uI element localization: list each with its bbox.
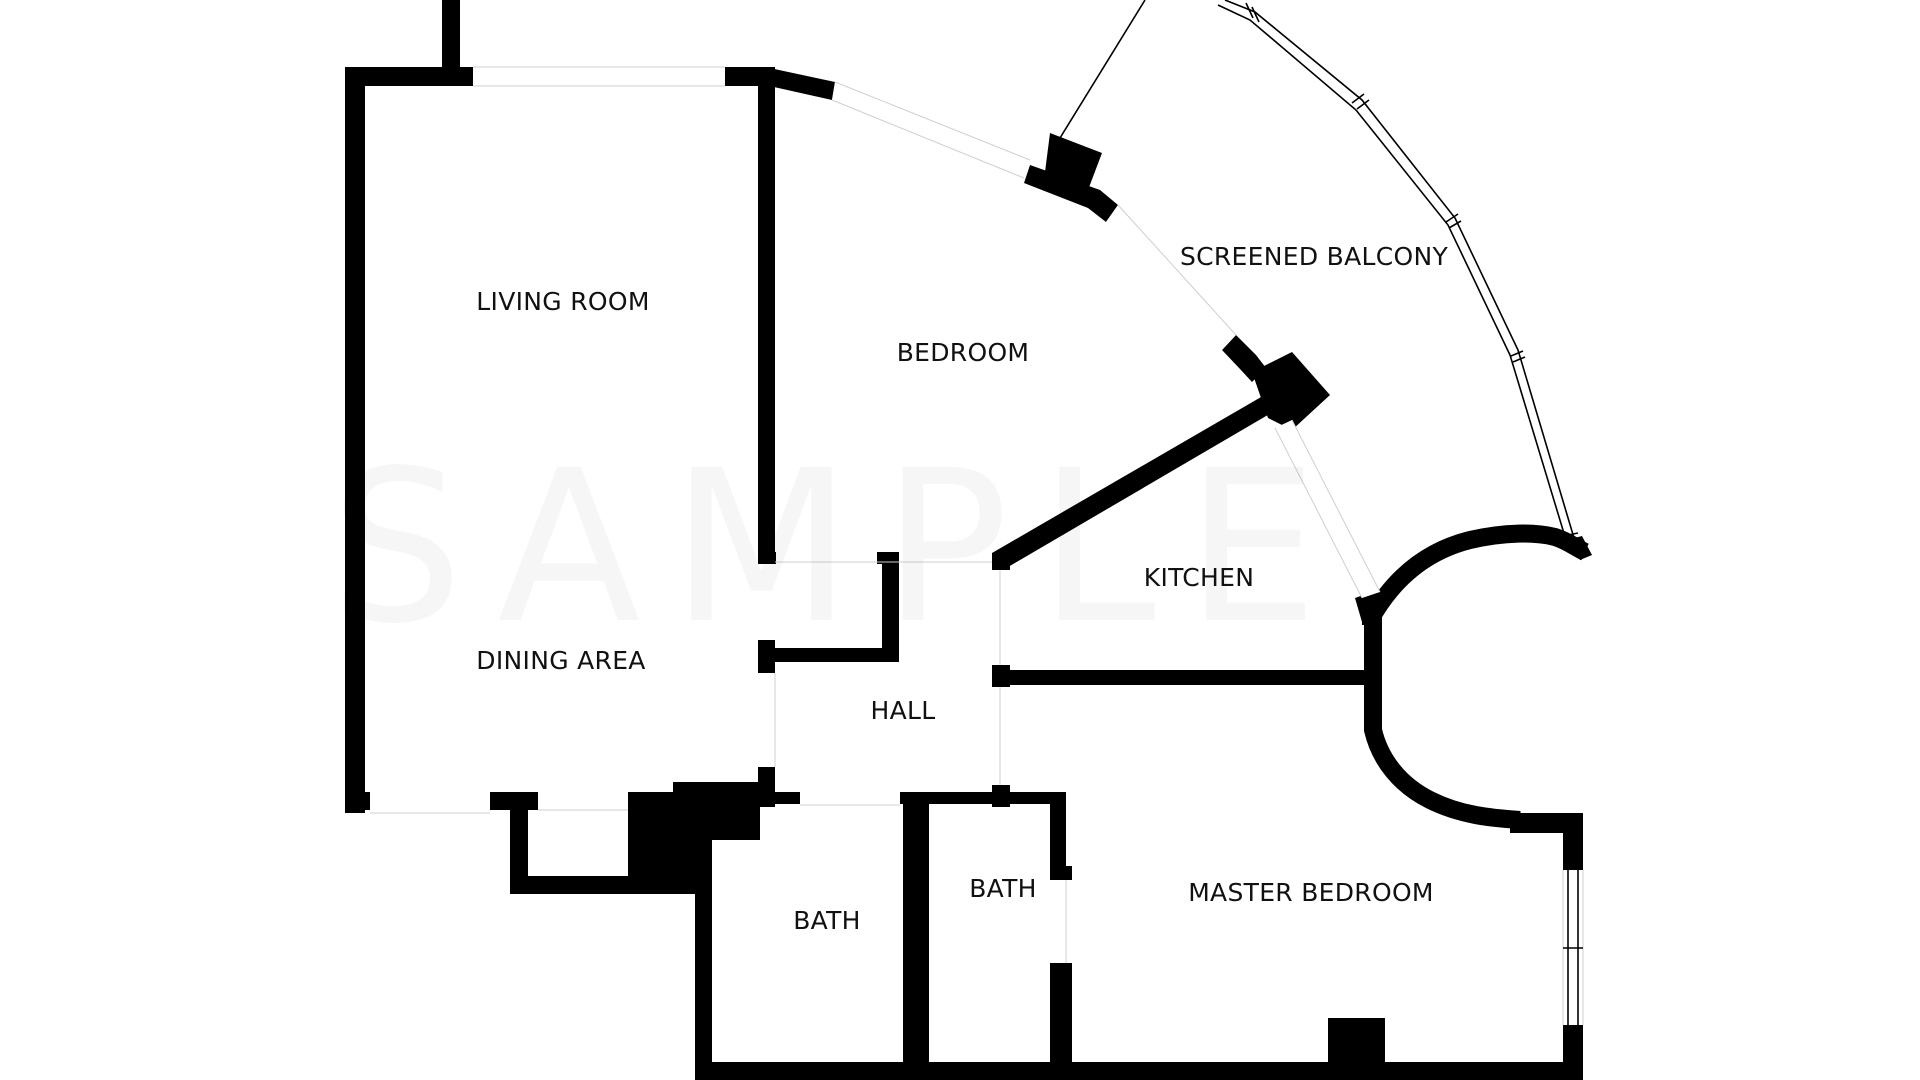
- windows: [370, 66, 1584, 1025]
- wall-left-exterior: [345, 67, 365, 813]
- wall-hall-bottom-left: [758, 792, 800, 804]
- wall-master-bottom: [695, 1062, 1583, 1080]
- watermark: SAMPLE: [330, 425, 1348, 670]
- wall-hall-kitchen-stub: [992, 553, 1010, 570]
- window-dining-bottom: [370, 795, 490, 813]
- wall-balcony-curve: [1362, 524, 1589, 625]
- label-screened-balcony: SCREENED BALCONY: [1180, 242, 1448, 271]
- label-kitchen: KITCHEN: [1144, 563, 1254, 592]
- balcony-railing: [1059, 0, 1579, 541]
- wall-bedroom-arc-1: [1024, 165, 1118, 222]
- wall-bath-inner: [921, 800, 929, 1078]
- wall-top-stub: [442, 0, 460, 72]
- label-bath-left: BATH: [793, 906, 861, 935]
- wall-balcony-end: [1567, 536, 1592, 560]
- wall-closet-top-left: [758, 552, 776, 564]
- wall-shaft-block: [628, 782, 760, 893]
- window-living-top: [473, 67, 725, 86]
- wall-nook-left: [510, 792, 528, 892]
- wall-master-top-left: [900, 792, 1060, 804]
- wall-top-left: [345, 67, 473, 86]
- wall-living-bedroom: [758, 67, 775, 562]
- window-bedroom-arc: [1106, 205, 1236, 350]
- wall-master-left-bottom: [1050, 963, 1072, 1073]
- label-bath-right: BATH: [969, 874, 1037, 903]
- wall-closet-bottom: [758, 648, 899, 662]
- label-master-bedroom: MASTER BEDROOM: [1188, 878, 1434, 907]
- wall-bedroom-kitchen-diagonal: [992, 393, 1278, 570]
- wall-master-right-top: [1563, 813, 1583, 870]
- wall-closet-right: [882, 552, 899, 662]
- wall-corner-column: [1252, 352, 1330, 430]
- wall-bottom-left-stub: [345, 792, 370, 810]
- window-kitchen: [1275, 420, 1380, 598]
- wall-master-left-stub: [1050, 866, 1072, 880]
- wall-master-left-top: [1050, 792, 1066, 872]
- balcony-rail-inner: [1217, 4, 1567, 541]
- wall-kitchen-master: [992, 670, 1364, 685]
- room-labels: LIVING ROOM DINING AREA BEDROOM SCREENED…: [476, 242, 1448, 935]
- walls: [345, 0, 1592, 1080]
- wall-top-angle: [765, 67, 835, 100]
- wall-nook-bottom: [510, 876, 705, 894]
- label-bedroom: BEDROOM: [897, 338, 1030, 367]
- window-bedroom: [832, 82, 1030, 178]
- wall-master-column: [1328, 1018, 1385, 1065]
- label-living-room: LIVING ROOM: [476, 287, 649, 316]
- wall-bedroom-arc-2: [1222, 335, 1266, 382]
- label-dining-area: DINING AREA: [476, 646, 645, 675]
- window-nook-bottom: [538, 795, 628, 810]
- wall-curve-kitchen-master: [1364, 590, 1521, 829]
- wall-bath-divider: [903, 800, 921, 1078]
- openings: [774, 561, 1067, 963]
- balcony-rail-left: [1059, 0, 1146, 139]
- wall-top-right: [725, 67, 768, 86]
- label-hall: HALL: [871, 696, 936, 725]
